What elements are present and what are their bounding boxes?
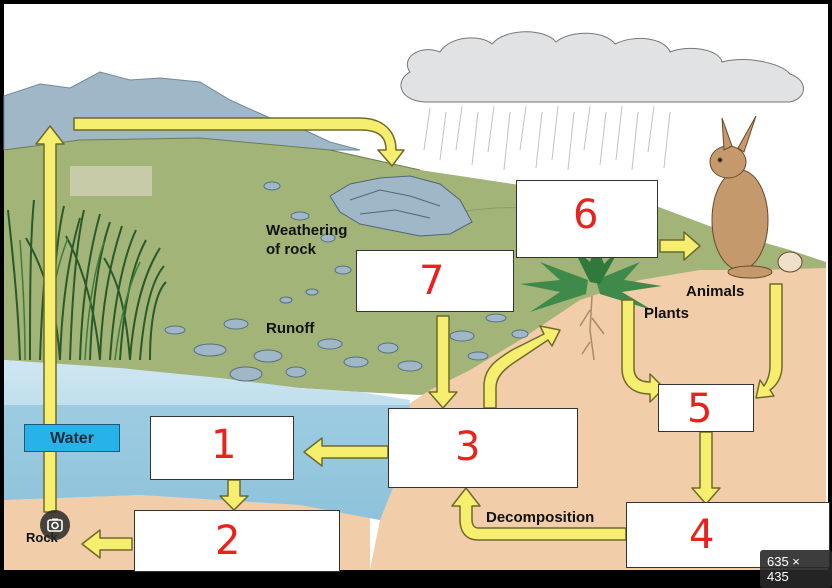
flow-arrows — [35, 117, 783, 559]
rain — [423, 105, 671, 171]
blank-box-6[interactable]: 6 — [516, 180, 658, 258]
box-number-6: 6 — [573, 192, 599, 238]
box-number-4: 4 — [689, 512, 715, 558]
rabbit — [709, 115, 803, 279]
blurred-patch — [70, 166, 152, 196]
blank-box-2[interactable]: 2 — [134, 510, 340, 572]
animals-label: Animals — [686, 283, 745, 300]
weathering-label-line2: of rock — [266, 241, 317, 258]
weathering-label-line1: Weathering — [266, 222, 348, 239]
blank-box-1[interactable]: 1 — [150, 416, 294, 480]
box-number-1: 1 — [211, 422, 237, 468]
pebbles — [164, 181, 529, 382]
box-number-2: 2 — [215, 518, 241, 564]
box-number-5: 5 — [687, 386, 713, 432]
plants-label: Plants — [644, 305, 690, 322]
diagram-canvas: Weathering of rock Runoff Animals Plants… — [3, 4, 832, 588]
box-number-7: 7 — [419, 258, 445, 304]
lens-search-icon[interactable] — [40, 510, 70, 540]
plant — [520, 242, 662, 361]
box-number-3: 3 — [455, 424, 481, 470]
blank-box-7[interactable]: 7 — [356, 250, 514, 312]
image-dimensions-badge: 635 × 435 — [760, 550, 832, 588]
water-label: Water — [24, 424, 120, 452]
blank-box-3[interactable]: 3 — [388, 408, 578, 488]
decomposition-label: Decomposition — [486, 509, 595, 526]
rock-outcrop — [329, 175, 473, 237]
runoff-label: Runoff — [266, 320, 315, 337]
blank-box-5[interactable]: 5 — [658, 384, 754, 432]
rain-cloud — [400, 31, 804, 103]
